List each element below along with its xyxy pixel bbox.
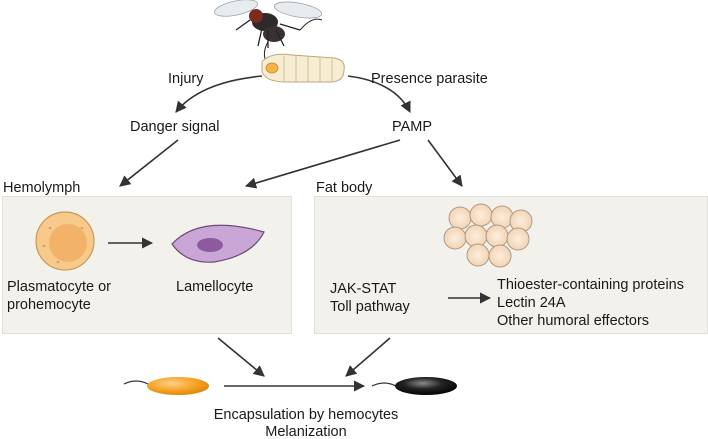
label-toll-pathway: Toll pathway bbox=[330, 299, 410, 315]
label-thioester: Thioester-containing proteins bbox=[497, 277, 684, 293]
melanized-egg-icon bbox=[371, 377, 457, 395]
label-fat-body: Fat body bbox=[316, 180, 373, 196]
label-injury: Injury bbox=[168, 71, 204, 87]
label-hemolymph: Hemolymph bbox=[3, 180, 81, 196]
label-plasmatocyte-line2: prohemocyte bbox=[7, 297, 91, 313]
label-encapsulation: Encapsulation by hemocytes bbox=[213, 407, 399, 423]
fly-icon bbox=[214, 0, 323, 63]
label-presence-parasite: Presence parasite bbox=[371, 71, 488, 87]
fat-body-cells-icon bbox=[443, 203, 533, 268]
arrow-injury bbox=[175, 75, 263, 113]
label-jak-stat: JAK-STAT bbox=[330, 281, 397, 297]
label-other-effectors: Other humoral effectors bbox=[497, 313, 650, 329]
label-melanization: Melanization bbox=[265, 424, 347, 439]
larva-icon bbox=[261, 53, 345, 83]
arrow-pamp-hemolymph bbox=[244, 139, 401, 189]
arrow-pamp-fatbody bbox=[427, 139, 463, 187]
arrow-danger-hemolymph bbox=[119, 139, 179, 187]
label-plasmatocyte-line1: Plasmatocyte or bbox=[7, 279, 111, 295]
label-danger-signal: Danger signal bbox=[130, 119, 220, 135]
arrow-fatbody-encapsulation bbox=[345, 337, 391, 377]
plasmatocyte-cell-icon bbox=[35, 211, 95, 271]
lamellocyte-cell-icon bbox=[171, 224, 265, 263]
arrow-parasite bbox=[347, 75, 411, 114]
arrow-hemolymph-encapsulation bbox=[217, 337, 265, 377]
label-pamp: PAMP bbox=[392, 119, 433, 135]
label-lamellocyte: Lamellocyte bbox=[176, 279, 254, 295]
label-lectin: Lectin 24A bbox=[497, 295, 566, 311]
parasite-egg-icon bbox=[123, 377, 209, 395]
